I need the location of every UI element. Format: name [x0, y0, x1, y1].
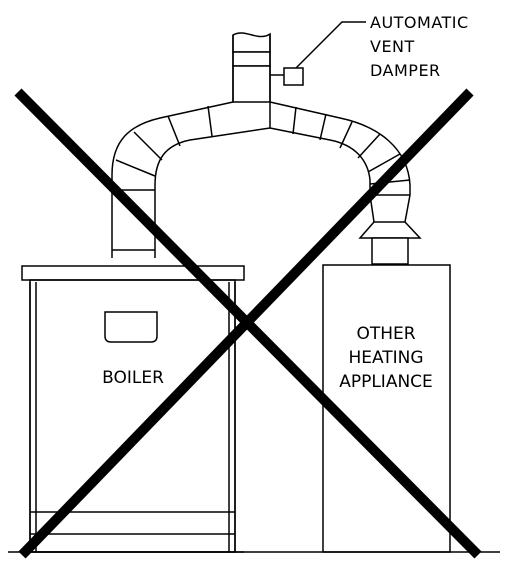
other-appliance-line-1: OTHER — [356, 324, 415, 344]
vent-damper-box — [270, 67, 304, 86]
boiler-label: BOILER — [102, 368, 164, 388]
draft-hood — [358, 194, 422, 265]
callout-leader — [295, 21, 366, 69]
left-elbow-connector — [111, 101, 271, 258]
boiler-control-panel — [104, 311, 158, 343]
boiler-cabinet — [21, 265, 245, 553]
other-appliance-line-3: APPLIANCE — [339, 372, 433, 392]
callout-line-3: DAMPER — [370, 61, 441, 80]
flue-stack — [232, 32, 271, 103]
prohibited-x-mark — [14, 88, 482, 559]
callout-line-1: AUTOMATIC — [370, 13, 469, 32]
callout-line-2: VENT — [370, 37, 415, 56]
other-appliance-line-2: HEATING — [348, 348, 423, 368]
